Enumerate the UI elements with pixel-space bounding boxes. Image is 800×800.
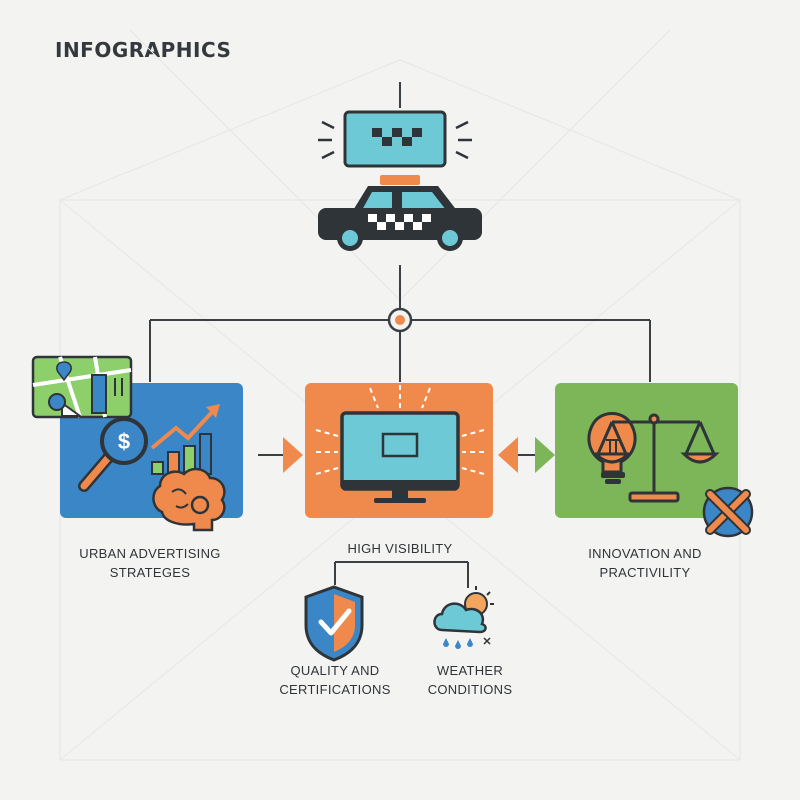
weather-line2: CONDITIONS [427,682,513,697]
innovation-line2: PRACTIVILITY [599,565,691,580]
high-visibility-label: HIGH VISIBILITY [310,539,490,558]
innovation-label: INNOVATION AND PRACTIVILITY [550,544,740,582]
brain-gear-icon [152,467,226,532]
urban-advertising-line1: URBAN ADVERTISING [79,546,221,561]
shield-check-icon [304,585,364,662]
weather-line1: WEATHER [436,663,504,678]
map-icon [31,355,133,419]
junction-node [387,307,413,333]
wrench-icon [702,486,754,538]
arrow-right-icon [283,437,303,473]
taxi-top-sign-icon [318,110,472,168]
cloud-sun-rain-icon [433,586,494,649]
monitor-icon [315,385,485,503]
weather-label: WEATHER CONDITIONS [410,661,530,699]
magnifier-dollar-icon: $ [78,417,148,492]
high-visibility-line1: HIGH VISIBILITY [347,541,453,556]
quality-line1: QUALITY AND [290,663,380,678]
growth-chart-icon [150,404,220,475]
urban-advertising-line2: STRATEGES [109,565,191,580]
taxi-icon [318,175,482,251]
urban-advertising-label: URBAN ADVERTISING STRATEGES [55,544,245,582]
quality-line2: CERTIFICATIONS [279,682,391,697]
svg-text:$: $ [118,429,130,454]
bidirectional-arrow-icon [498,437,555,473]
quality-label: QUALITY AND CERTIFICATIONS [270,661,400,699]
innovation-line1: INNOVATION AND [588,546,702,561]
balance-scale-icon [592,413,720,503]
page-title: INFOGRAPHICS [55,38,232,62]
